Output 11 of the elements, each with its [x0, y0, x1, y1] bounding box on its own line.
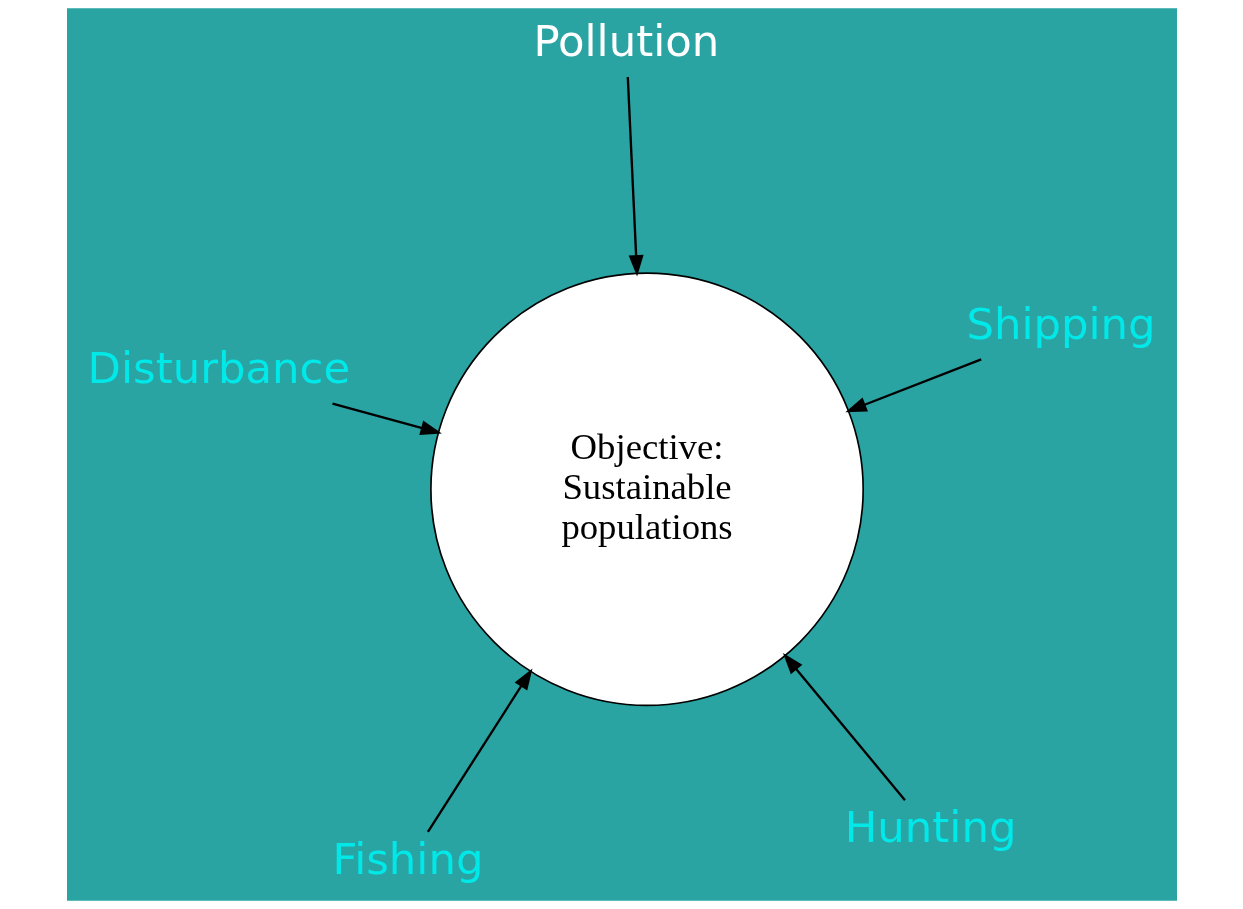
node-text: Pollution: [532, 16, 719, 67]
node-text: Shipping: [965, 298, 1156, 349]
arrow: [426, 668, 532, 833]
node-text: Fishing: [331, 833, 483, 884]
arrow: [782, 653, 906, 801]
node-text: Hunting: [844, 801, 1016, 852]
node-circle: Objective: Sustainable populations: [429, 272, 864, 707]
node-text: Disturbance: [87, 343, 350, 394]
arrow: [844, 358, 982, 413]
arrow: [626, 76, 644, 277]
arrow: [331, 402, 442, 435]
